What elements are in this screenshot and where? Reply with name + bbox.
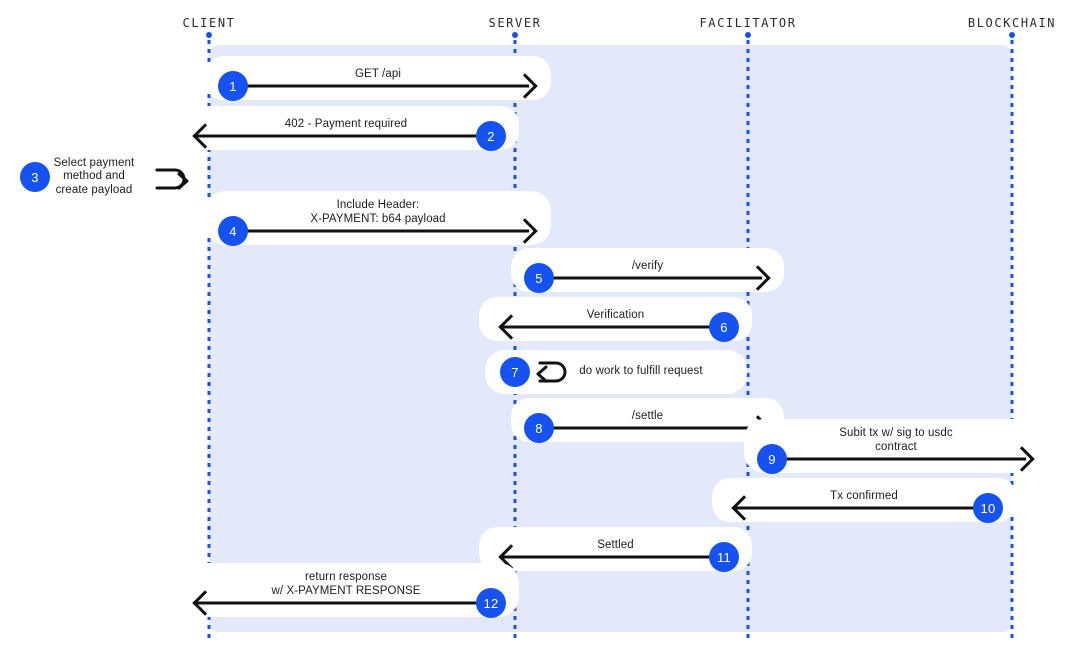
step-badge-2: 2 [476, 121, 506, 151]
step-badge-1: 1 [218, 71, 248, 101]
message-label: Subit tx w/ sig to usdc contract [839, 427, 953, 453]
step-badge-8: 8 [524, 413, 554, 443]
message-arrow-line [766, 457, 1026, 461]
lane-label-client: CLIENT [182, 16, 236, 30]
message-label: Verification [586, 308, 645, 321]
message-label: /verify [631, 259, 664, 272]
step-badge-3: 3 [20, 162, 50, 192]
lifeline-cap-facilitator [745, 32, 751, 38]
message-backdrop [173, 106, 519, 150]
lifeline-cap-client [206, 32, 212, 38]
message-arrow-line [501, 555, 730, 559]
message-arrow-line [227, 84, 529, 88]
lifeline-cap-server [512, 32, 518, 38]
message-backdrop [205, 56, 551, 100]
step-badge-9: 9 [757, 444, 787, 474]
lifeline-facilitator [746, 40, 750, 640]
message-backdrop [511, 398, 784, 442]
step-badge-11: 11 [709, 542, 739, 572]
lane-label-blockchain: BLOCKCHAIN [967, 16, 1057, 30]
self-loop-arrow-icon [151, 160, 195, 194]
lifeline-blockchain [1010, 40, 1014, 640]
step-badge-12: 12 [476, 588, 506, 618]
message-arrow-line [533, 276, 762, 280]
lifeline-cap-blockchain [1009, 32, 1015, 38]
message-label: Tx confirmed [830, 489, 898, 502]
message-label: do work to fulfill request [579, 365, 703, 378]
message-backdrop [744, 419, 1048, 473]
message-label: Settled [597, 538, 634, 551]
step-badge-10: 10 [973, 493, 1003, 523]
message-arrow-line [734, 506, 994, 510]
message-backdrop [479, 527, 752, 571]
message-backdrop [511, 248, 784, 292]
message-label: Select payment method and create payload [53, 156, 135, 196]
lane-label-server: SERVER [488, 16, 542, 30]
message-backdrop [173, 563, 519, 617]
message-arrow-line [227, 229, 529, 233]
message-label: /settle [631, 409, 664, 422]
message-label: Include Header: X-PAYMENT: b64 payload [310, 199, 446, 225]
step-badge-4: 4 [218, 216, 248, 246]
lane-label-facilitator: FACILITATOR [699, 16, 797, 30]
message-arrow-line [533, 426, 762, 430]
message-arrow-line [501, 325, 730, 329]
message-backdrop [712, 478, 1016, 522]
self-loop-arrow-icon [526, 355, 570, 389]
step-badge-5: 5 [524, 263, 554, 293]
message-arrow-line [195, 601, 497, 605]
message-label: return response w/ X-PAYMENT RESPONSE [271, 571, 421, 597]
step-badge-7: 7 [500, 357, 530, 387]
message-backdrop [479, 297, 752, 341]
step-badge-6: 6 [709, 312, 739, 342]
message-label: GET /api [355, 67, 401, 80]
message-arrow-line [195, 134, 497, 138]
lifeline-client [207, 40, 211, 640]
message-backdrop [205, 191, 551, 245]
message-label: 402 - Payment required [284, 117, 408, 130]
